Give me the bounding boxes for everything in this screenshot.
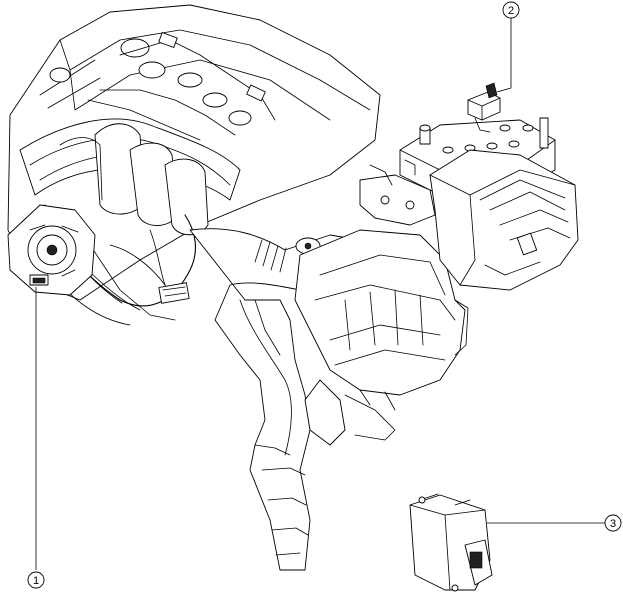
engine-control-component-1: [7, 204, 96, 296]
callout-circle-1: [27, 571, 45, 589]
callout-circle-3: [604, 514, 622, 532]
callout-2: 2: [502, 1, 520, 19]
fuse-relay-box: [429, 149, 579, 291]
callout-number-1: 1: [33, 575, 39, 587]
control-module-component-3: [409, 493, 493, 592]
callout-circle-2: [502, 1, 520, 19]
battery-sensor-component-2: [467, 82, 501, 133]
ignition-coils: [49, 32, 276, 141]
callout-3: 3: [604, 514, 622, 532]
air-cleaner-box: [294, 229, 469, 446]
callout-leaders: [35, 18, 605, 570]
intake-manifold: [19, 118, 241, 326]
battery-bracket: [359, 164, 436, 226]
callout-1: 1: [27, 571, 45, 589]
leader-line-2: [496, 18, 512, 93]
callout-number-3: 3: [610, 518, 616, 530]
callout-number-2: 2: [508, 5, 514, 17]
